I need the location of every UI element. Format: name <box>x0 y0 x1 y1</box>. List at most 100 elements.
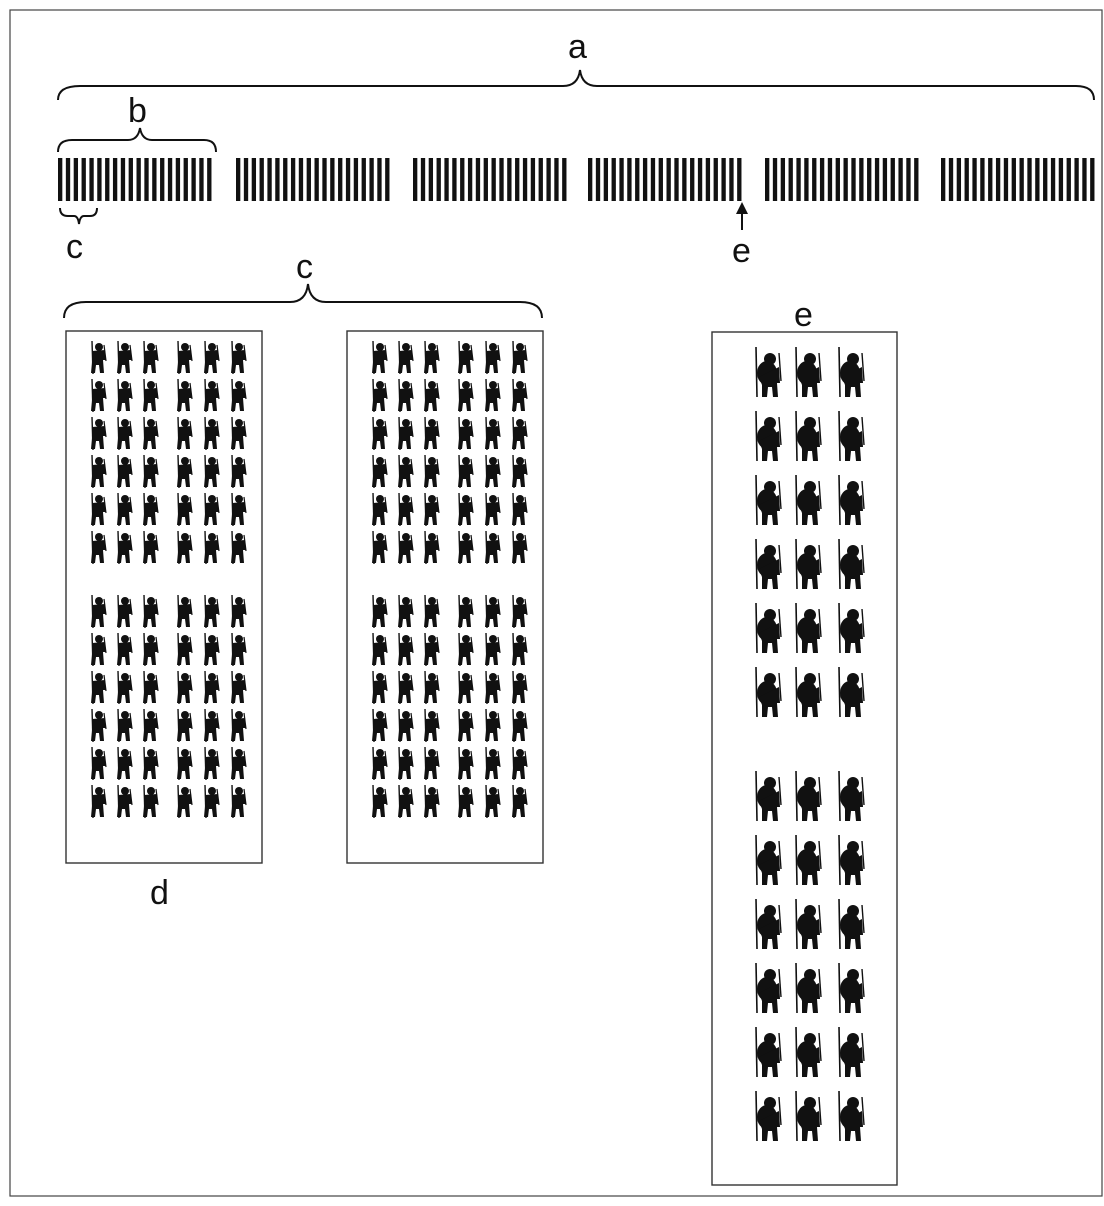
formation-bar <box>66 158 70 201</box>
formation <box>765 158 918 201</box>
formation-bar <box>667 158 671 201</box>
soldier-icon <box>177 633 192 666</box>
soldier-icon <box>91 595 106 628</box>
formation-bar <box>765 158 769 201</box>
soldier-icon <box>512 785 527 818</box>
formation-bar <box>152 158 156 201</box>
soldier-icon <box>177 417 192 450</box>
soldier-icon <box>117 633 132 666</box>
formation-bar <box>199 158 203 201</box>
soldier-icon <box>177 531 192 564</box>
formation-bar <box>698 158 702 201</box>
soldier-icon <box>117 747 132 780</box>
formation-bar <box>338 158 342 201</box>
formation-bar <box>244 158 248 201</box>
soldier-icon <box>117 709 132 742</box>
soldier-icon <box>372 747 387 780</box>
soldier-icon <box>458 671 473 704</box>
formation-bar <box>354 158 358 201</box>
formation-bar <box>627 158 631 201</box>
soldier-icon <box>424 633 439 666</box>
soldier-icon <box>117 455 132 488</box>
soldier-icon <box>485 595 500 628</box>
formation-bar <box>160 158 164 201</box>
formation-bar <box>322 158 326 201</box>
brace-b <box>58 128 216 152</box>
soldier-icon <box>512 417 527 450</box>
shielded-soldier-icon <box>756 963 781 1013</box>
soldier-icon <box>91 785 106 818</box>
soldier-icon <box>512 379 527 412</box>
formation-bar <box>859 158 863 201</box>
formation-bar <box>539 158 543 201</box>
soldier-icon <box>204 531 219 564</box>
soldier-icon <box>512 633 527 666</box>
soldier-icon <box>204 417 219 450</box>
formation-bar <box>267 158 271 201</box>
formation-bar <box>523 158 527 201</box>
formation-bar <box>515 158 519 201</box>
soldier-icon <box>458 493 473 526</box>
shielded-soldier-icon <box>756 1091 781 1141</box>
formation-bar <box>1043 158 1047 201</box>
formation-bar <box>315 158 319 201</box>
shielded-soldier-icon <box>839 963 864 1013</box>
soldier-icon <box>91 747 106 780</box>
soldier-icon <box>398 341 413 374</box>
label-e-arrow: e <box>732 232 751 270</box>
soldier-icon <box>91 417 106 450</box>
formation-bar <box>460 158 464 201</box>
shielded-soldier-icon <box>796 1027 821 1077</box>
soldier-icon <box>204 493 219 526</box>
formation-bar <box>1090 158 1094 201</box>
soldier-icon <box>204 379 219 412</box>
soldier-icon <box>372 595 387 628</box>
soldier-icon <box>117 493 132 526</box>
soldier-icon <box>143 455 158 488</box>
soldier-icon <box>204 633 219 666</box>
formation-bar <box>444 158 448 201</box>
formation-bar <box>988 158 992 201</box>
shielded-soldier-icon <box>839 1027 864 1077</box>
formation <box>58 158 211 201</box>
soldier-icon <box>143 785 158 818</box>
shielded-soldier-icon <box>796 899 821 949</box>
soldier-icon <box>91 633 106 666</box>
formation-bar <box>562 158 566 201</box>
formation-bar <box>531 158 535 201</box>
soldier-icon <box>231 595 246 628</box>
formation-bar <box>804 158 808 201</box>
soldier-icon <box>231 417 246 450</box>
soldier-icon <box>91 455 106 488</box>
soldier-icon <box>398 671 413 704</box>
formation-bar <box>972 158 976 201</box>
formation-bar <box>883 158 887 201</box>
soldier-icon <box>177 709 192 742</box>
label-c-large: c <box>296 248 313 286</box>
formation-bar <box>452 158 456 201</box>
soldier-icon <box>485 633 500 666</box>
formation-bar <box>168 158 172 201</box>
shielded-soldier-icon <box>796 411 821 461</box>
soldier-icon <box>424 341 439 374</box>
soldier-icon <box>231 455 246 488</box>
soldier-icon <box>117 531 132 564</box>
e-box-soldiers <box>756 347 864 1141</box>
soldier-icon <box>372 417 387 450</box>
soldier-icon <box>117 785 132 818</box>
formation-bar <box>362 158 366 201</box>
formation-bar <box>820 158 824 201</box>
soldier-icon <box>485 417 500 450</box>
formation-bar <box>604 158 608 201</box>
soldier-icon <box>512 531 527 564</box>
shielded-soldier-icon <box>839 835 864 885</box>
formation-bar <box>499 158 503 201</box>
soldier-icon <box>204 341 219 374</box>
soldier-icon <box>372 785 387 818</box>
soldier-icon <box>398 785 413 818</box>
soldier-icon <box>398 493 413 526</box>
soldier-icon <box>424 595 439 628</box>
soldier-icon <box>424 379 439 412</box>
soldier-icon <box>458 709 473 742</box>
soldier-icon <box>398 531 413 564</box>
